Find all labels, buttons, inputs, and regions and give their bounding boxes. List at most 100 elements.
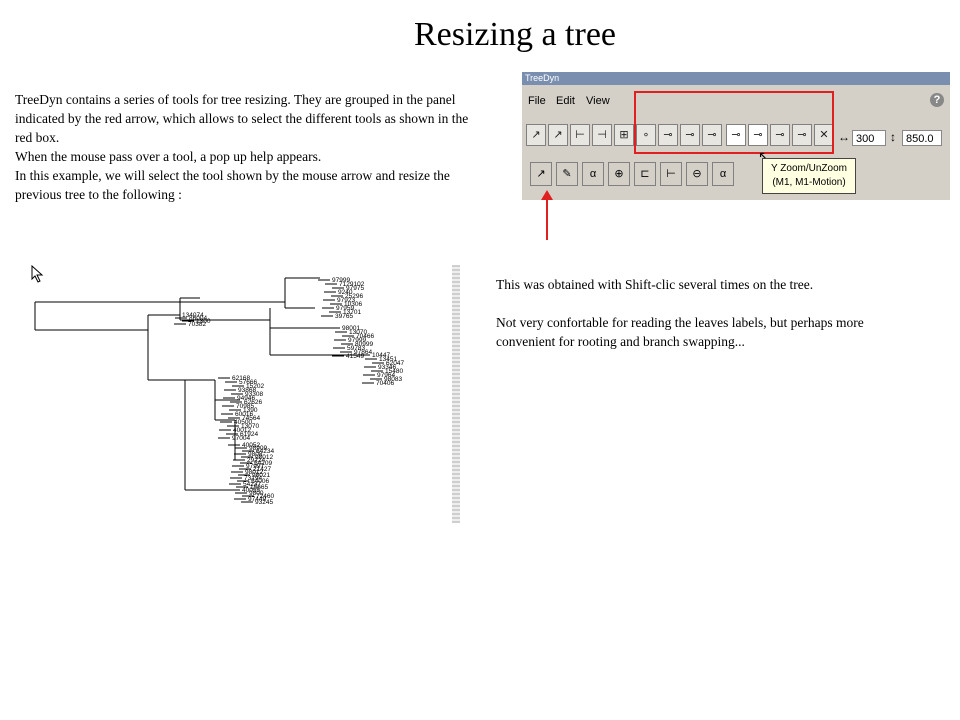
tree-leaf-label: 40012 [233, 427, 251, 434]
tree-leaf-label: 13701 [343, 309, 361, 316]
tree-leaf-label: 9240 [338, 289, 353, 296]
tree-leaf-label: 70406 [376, 380, 394, 387]
menu-file[interactable]: File [528, 95, 546, 107]
tool-arrow-2-icon[interactable]: ↗ [548, 124, 568, 146]
tree-leaf-label: 15480 [385, 368, 403, 375]
intro-text: TreeDyn contains a series of tools for t… [15, 90, 485, 204]
tree-leaf-label: 62047 [386, 360, 404, 367]
note-text: This was obtained with Shift-clic severa… [496, 275, 916, 351]
tree-leaf-label: 97004 [232, 435, 250, 442]
tree-leaf-label: 29224 [247, 457, 265, 464]
tools-red-box [634, 91, 834, 154]
tree-leaf-label: 97997 [246, 463, 264, 470]
tool-resize-7-icon[interactable]: ⊸ [770, 124, 790, 146]
tab-4-icon[interactable]: ⊕ [608, 162, 630, 186]
tree-leaf-label: 98909 [249, 445, 267, 452]
window-title: TreeDyn [522, 72, 950, 85]
tree-leaf-label: 98021 [252, 472, 270, 479]
tree-leaf-label: 62626 [244, 399, 262, 406]
tree-leaf-label: 64234 [256, 448, 274, 455]
tool-tree-3-icon[interactable]: ⊞ [614, 124, 634, 146]
tree-leaf-label: 57666 [239, 379, 257, 386]
tool-resize-4-icon[interactable]: ⊸ [702, 124, 722, 146]
phylogenetic-tree[interactable]: 9799971291029797592402529697923103069795… [30, 260, 450, 520]
tree-leaf-label: 21427 [253, 466, 271, 473]
tree-leaf-label: 62168 [232, 375, 250, 382]
tree-leaf-label: 97864 [354, 349, 372, 356]
tooltip-line-1: Y Zoom/UnZoom [771, 163, 847, 174]
tree-leaf-label: 61924 [240, 431, 258, 438]
intro-paragraph-2: When the mouse pass over a tool, a pop u… [15, 149, 322, 164]
tree-leaf-label: 10306 [344, 301, 362, 308]
tool-resize-5-icon[interactable]: ⊸ [726, 124, 746, 146]
slide-title: Resizing a tree [413, 16, 617, 53]
tool-y-zoom-icon[interactable]: ⊸ [748, 124, 768, 146]
tree-leaf-label: 98012 [255, 454, 273, 461]
tree-leaf-label: 73194 [244, 475, 262, 482]
tree-leaf-label: 59783 [347, 345, 365, 352]
question-icon[interactable]: ? [930, 93, 944, 107]
menu-view[interactable]: View [586, 95, 610, 107]
menu-edit[interactable]: Edit [556, 95, 575, 107]
tree-leaf-label: 97449 [248, 496, 266, 503]
tool-resize-8-icon[interactable]: ⊸ [792, 124, 812, 146]
tab-8-icon[interactable]: α [712, 162, 734, 186]
tree-leaf-label: 1390 [243, 407, 258, 414]
tree-leaf-label: 70382 [188, 321, 206, 328]
tree-leaf-label: 70985 [236, 403, 254, 410]
panel-tabs: ↗ ✎ α ⊕ ⊏ ⊢ ⊖ α [526, 162, 946, 188]
tree-leaf-label: 97959 [336, 305, 354, 312]
tree-leaf-label: 97999 [332, 277, 350, 284]
tool-resize-1-icon[interactable]: ∘ [636, 124, 656, 146]
tree-leaf-label: 54237 [243, 481, 261, 488]
mouse-arrow-icon [31, 265, 44, 283]
tree-leaf-label: 15665 [250, 484, 268, 491]
tree-leaf-label: 39765 [335, 313, 353, 320]
tree-leaf-label: 13451 [379, 356, 397, 363]
tab-7-icon[interactable]: ⊖ [686, 162, 708, 186]
width-field[interactable]: 300 [852, 130, 886, 146]
height-arrow-icon: ↕ [890, 130, 896, 144]
tree-leaf-label: 93308 [245, 391, 263, 398]
tab-select-icon[interactable]: ↗ [530, 162, 552, 186]
tree-leaf-label: 93868 [238, 387, 256, 394]
intro-paragraph-1: TreeDyn contains a series of tools for t… [15, 92, 469, 145]
tab-6-icon[interactable]: ⊢ [660, 162, 682, 186]
tool-resize-2-icon[interactable]: ⊸ [658, 124, 678, 146]
tab-3-icon[interactable]: α [582, 162, 604, 186]
tool-arrow-1-icon[interactable]: ↗ [526, 124, 546, 146]
tree-leaf-label: 70466 [356, 333, 374, 340]
tree-leaf-label: 13070 [241, 423, 259, 430]
tree-leaf-label: 94946 [237, 395, 255, 402]
tree-leaf-label: 98012 [245, 469, 263, 476]
tree-leaf-label: 25296 [345, 293, 363, 300]
tooltip: Y Zoom/UnZoom (M1, M1-Motion) [762, 158, 856, 194]
tree-leaf-label: 97923 [337, 297, 355, 304]
tree-scrollbar[interactable] [452, 265, 460, 523]
tree-leaf-label: 40055 [242, 487, 260, 494]
tree-leaf-label: 74564 [242, 415, 260, 422]
tree-leaf-label: 54006 [251, 478, 269, 485]
note-line-2: Not very confortable for reading the lea… [496, 315, 864, 349]
tree-leaf-label: 9800 [249, 490, 264, 497]
tree-leaf-label: 7129102 [339, 281, 365, 288]
tree-leaf-label: 97999 [348, 337, 366, 344]
tree-leaf-label: 1300 [196, 318, 211, 325]
tree-leaf-label: 93346 [378, 364, 396, 371]
tool-resize-3-icon[interactable]: ⊸ [680, 124, 700, 146]
tree-leaf-label: 13070 [349, 329, 367, 336]
tree-leaf-label: 134074 [182, 312, 204, 319]
intro-paragraph-3: In this example, we will select the tool… [15, 168, 450, 202]
tree-leaf-label: 10447 [372, 352, 390, 359]
tree-leaf-label: 54209 [254, 460, 272, 467]
tree-leaf-label: 9808 [248, 451, 263, 458]
tree-leaf-label: 80999 [355, 341, 373, 348]
height-field[interactable]: 850.0 [902, 130, 942, 146]
tab-5-icon[interactable]: ⊏ [634, 162, 656, 186]
tool-tree-1-icon[interactable]: ⊢ [570, 124, 590, 146]
tab-2-icon[interactable]: ✎ [556, 162, 578, 186]
note-line-1: This was obtained with Shift-clic severa… [496, 277, 814, 292]
tree-leaf-label: 98001 [342, 325, 360, 332]
tool-tree-2-icon[interactable]: ⊣ [592, 124, 612, 146]
tree-leaf-label: 41549 [346, 353, 364, 360]
